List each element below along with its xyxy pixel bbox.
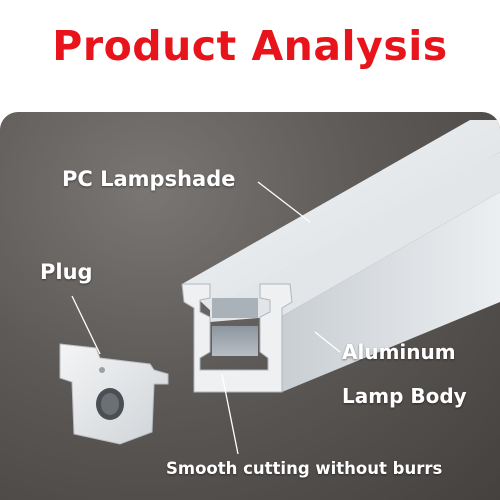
leader-line-aluminum <box>314 331 341 353</box>
page-title: Product Analysis <box>52 22 448 70</box>
leader-line-smooth <box>221 373 239 455</box>
profile-lampshade-face <box>210 152 500 322</box>
label-pc-lampshade: PC Lampshade <box>62 167 236 191</box>
leader-line-plug <box>71 295 101 355</box>
profile-right-face <box>282 192 500 392</box>
label-smooth-cutting: Smooth cutting without burrs <box>166 459 443 478</box>
label-plug: Plug <box>40 260 93 284</box>
label-lamp-body: Lamp Body <box>342 384 467 408</box>
aluminum-profile-illustration <box>59 120 500 455</box>
profile-inner-top <box>212 298 258 318</box>
label-aluminum: Aluminum <box>342 340 456 364</box>
profile-cross-section <box>181 283 293 393</box>
product-photo: PC Lampshade Plug Aluminum Lamp Body Smo… <box>0 112 500 500</box>
profile-top-surface <box>182 120 500 312</box>
leader-line-lampshade <box>257 181 311 223</box>
profile-inner-channel <box>212 326 258 356</box>
